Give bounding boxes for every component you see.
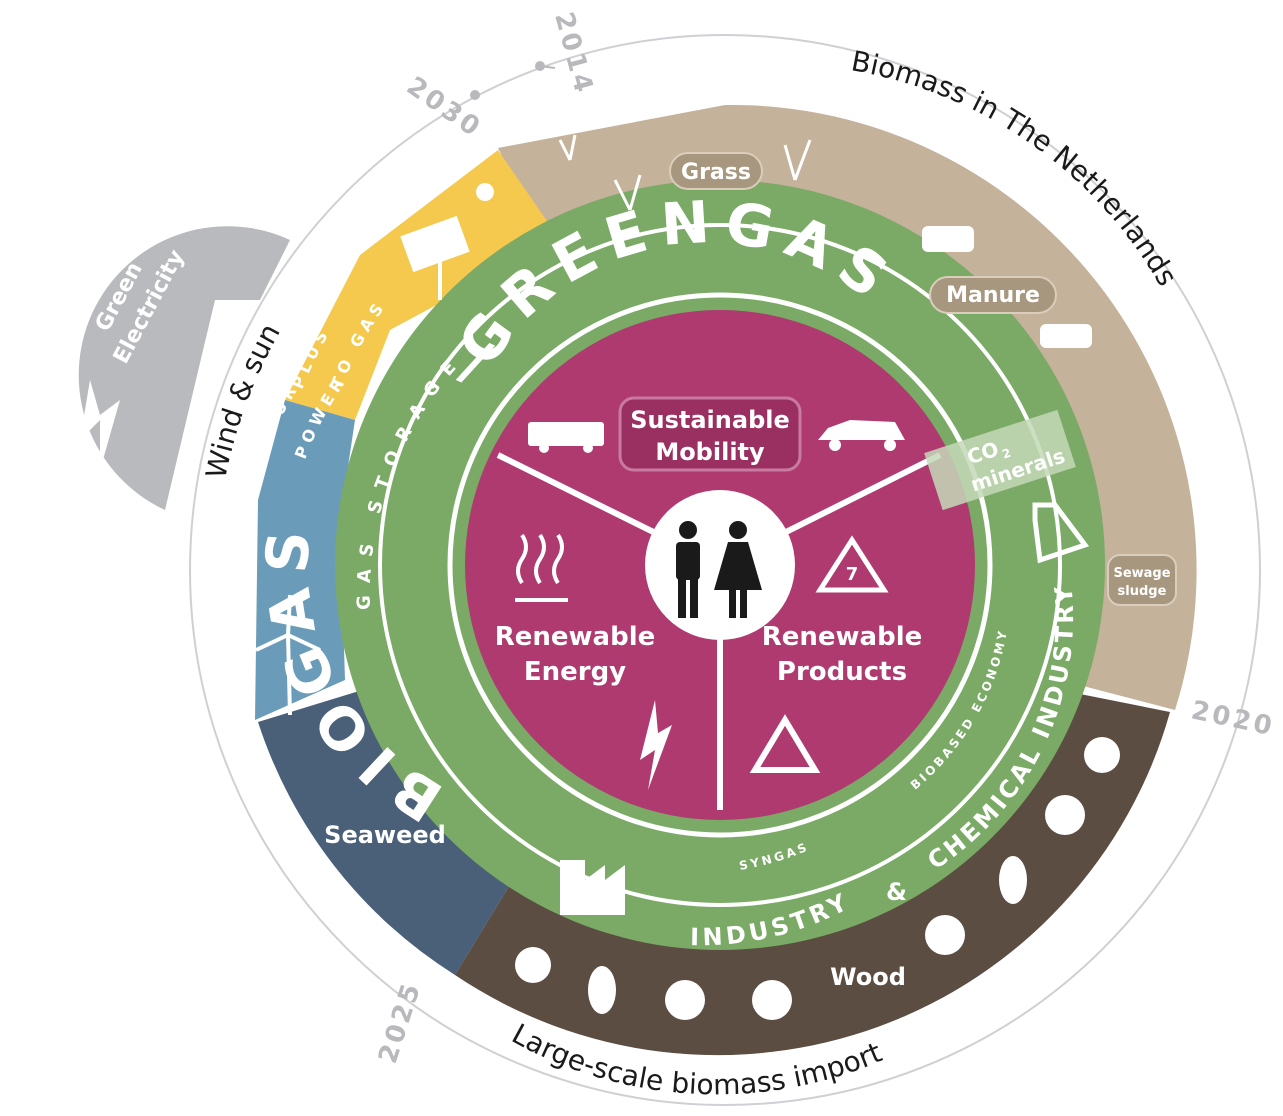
grass-badge: Grass <box>669 152 763 190</box>
svg-text:Grass: Grass <box>681 160 751 185</box>
sewage-badge: Sewage sludge <box>1107 554 1177 606</box>
factory-icon <box>560 860 625 915</box>
sun-sector <box>285 150 560 420</box>
renewable-products-line1: Renewable <box>762 622 923 652</box>
renewable-products-line2: Products <box>777 657 907 687</box>
year-2025: 2025 <box>373 978 428 1068</box>
manure-badge: Manure <box>929 276 1057 314</box>
year-2030: 2030 <box>401 71 487 144</box>
green-electricity-bubble: Green Electricity <box>78 226 291 510</box>
co2-band: CO 2 minerals <box>924 409 1076 511</box>
svg-text:Sewage: Sewage <box>1113 566 1170 581</box>
wind-turbine-icon <box>255 594 321 716</box>
lightning-icon <box>80 380 120 470</box>
renewable-energy-line2: Energy <box>524 657 626 687</box>
svg-text:Manure: Manure <box>946 283 1040 308</box>
renewable-energy-line1: Renewable <box>495 622 656 652</box>
wood-label: Wood <box>830 963 906 991</box>
tree-icons <box>515 737 1120 1020</box>
recycle-seven-icon: 7 <box>815 535 889 593</box>
people-icon <box>676 521 762 618</box>
mobility-badge: Sustainable Mobility <box>618 396 802 472</box>
heat-icon <box>515 533 568 602</box>
mobility-line2: Mobility <box>655 438 765 466</box>
ampersand-label: & <box>886 878 907 906</box>
lightning-bolt-icon <box>640 700 672 790</box>
outer-timeline-circle <box>189 34 1261 1106</box>
co2-subscript: 2 <box>1000 446 1012 462</box>
mobility-line1: Sustainable <box>630 406 790 434</box>
bus-icon <box>528 422 604 453</box>
grass-tuft-icon <box>558 134 812 211</box>
recycle-icon <box>749 714 821 773</box>
seaweed-sector <box>258 680 525 975</box>
year-2014: 2014 <box>548 9 599 98</box>
seaweed-label: Seaweed <box>324 821 446 849</box>
solar-panel-icon <box>400 215 470 300</box>
svg-text:7: 7 <box>846 564 859 585</box>
svg-text:sludge: sludge <box>1118 584 1167 599</box>
cow-icon <box>922 226 1092 348</box>
flask-icon <box>1032 502 1090 564</box>
car-icon <box>818 420 905 451</box>
core-circle <box>465 310 975 820</box>
sun-icon <box>476 183 494 201</box>
